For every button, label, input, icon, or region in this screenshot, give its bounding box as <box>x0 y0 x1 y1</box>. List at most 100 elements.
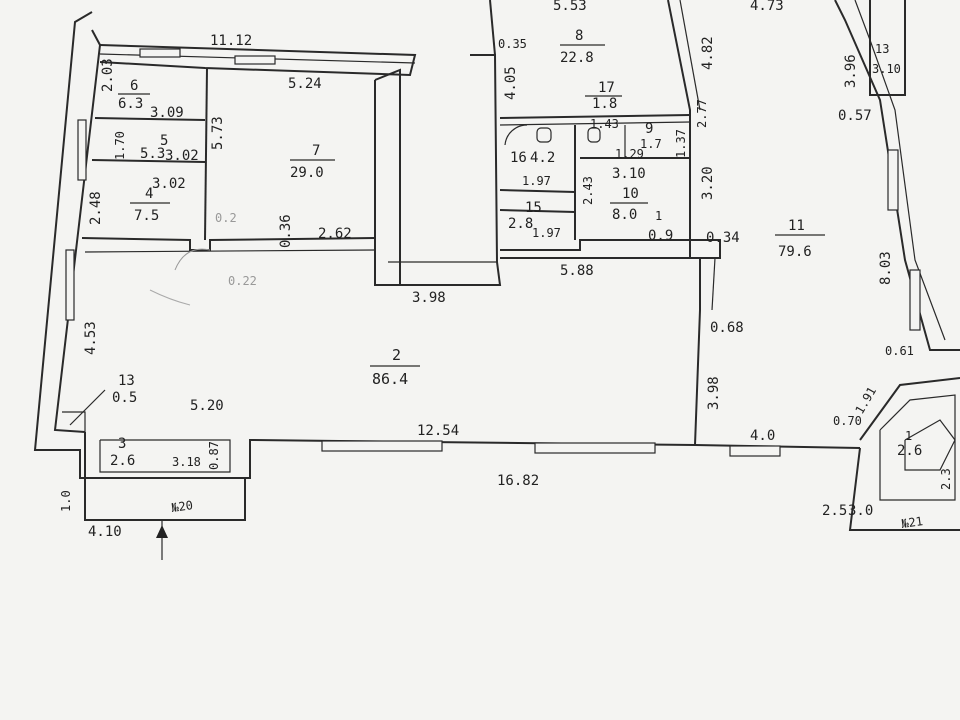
north-wall-left <box>99 44 417 77</box>
porch-room3 <box>99 439 231 473</box>
dimension: 3.10 <box>612 166 646 182</box>
dimension: 0.36 <box>278 214 294 248</box>
dimension: 2.48 <box>88 191 104 225</box>
dimension: 0.61 <box>885 344 914 358</box>
room2-east-wall <box>694 258 701 446</box>
room-id: 4 <box>145 186 153 202</box>
dimension: 3.09 <box>150 105 184 121</box>
room-area: 4.2 <box>530 150 555 166</box>
room-area: 22.8 <box>560 50 594 66</box>
bay-window <box>848 447 960 531</box>
dimension: 1.37 <box>674 129 688 158</box>
dimension: 11.12 <box>210 33 252 49</box>
central-shaft-right <box>400 54 502 286</box>
dimension: 0.68 <box>710 320 744 336</box>
dimension: 2.5 <box>822 503 847 519</box>
room-id: 3 <box>118 436 126 452</box>
dimension: 0.35 <box>498 37 527 51</box>
room-id: 7 <box>312 143 320 159</box>
entrance-arrow-icon <box>156 525 168 538</box>
dimension: 1.91 <box>852 384 879 416</box>
bay-window-inner <box>879 394 956 501</box>
window-south-3 <box>729 445 781 457</box>
window-north-1 <box>234 55 276 65</box>
room-id: 9 <box>645 121 653 137</box>
dimension: 1.97 <box>532 226 561 240</box>
room8-east-inner <box>679 0 701 111</box>
room-area: 29.0 <box>290 165 324 181</box>
dimension: 3.02 <box>152 176 186 192</box>
dimension: 0.87 <box>207 441 221 470</box>
room-area: 86.4 <box>372 370 408 388</box>
room-area: 2.8 <box>508 216 533 232</box>
door-swing-16 <box>504 124 528 146</box>
window-south-1 <box>321 440 443 452</box>
bay-window-outer <box>859 377 960 441</box>
room-area: 7.5 <box>134 208 159 224</box>
window-west-2 <box>65 249 75 321</box>
room-id: 11 <box>788 218 805 234</box>
room-area: 1.8 <box>592 96 617 112</box>
dimension: 4.73 <box>750 0 784 14</box>
dimension: 1.0 <box>59 490 73 512</box>
dimension: 2.03 <box>100 58 116 92</box>
sheet-mark: №20 <box>170 498 193 515</box>
room-area: 79.6 <box>778 244 812 260</box>
window-south-2 <box>534 442 656 454</box>
dimension: 2.62 <box>318 226 352 242</box>
room-area: 0.9 <box>648 228 673 244</box>
pencil-note: 0.2 <box>215 211 237 225</box>
corridor-line-left <box>84 249 376 253</box>
dimension: 4.53 <box>83 321 99 355</box>
corridor-wall-right <box>500 239 721 259</box>
room-id: 16 <box>510 150 527 166</box>
dimension: 2.3 <box>939 468 953 490</box>
dimension-labels: 11.12 5.24 2.03 3.09 1.70 3.02 3.02 5.73… <box>59 0 953 540</box>
bay-window-room1 <box>904 419 956 471</box>
dimension: 5.53 <box>553 0 587 14</box>
room-id: 10 <box>622 186 639 202</box>
dimension: 5.88 <box>560 263 594 279</box>
dimension: 3.20 <box>700 166 716 200</box>
dimension: 0.34 <box>706 230 740 246</box>
wetroom-row2 <box>499 189 576 193</box>
west-inner-wall <box>53 29 102 433</box>
room-id: 6 <box>130 78 138 94</box>
room-area: 2.6 <box>110 453 135 469</box>
room8-wall <box>489 0 496 56</box>
porch <box>84 432 246 521</box>
dimension: 3.98 <box>412 290 446 306</box>
room13-wall <box>869 0 906 96</box>
room-area: 6.3 <box>118 96 143 112</box>
pencil-arc <box>174 248 211 271</box>
pencil-mark <box>149 289 191 306</box>
room8-east-wall <box>667 0 691 258</box>
room-area: 2.6 <box>897 443 922 459</box>
room2-east-inner <box>711 257 716 311</box>
room-area: 0.5 <box>112 390 137 406</box>
room-labels: 2 86.4 3 2.6 4 7.5 5 5.3 6 6.3 7 29.0 8 … <box>69 28 922 469</box>
room-id: 13 <box>118 373 135 389</box>
dimension: 5.24 <box>288 76 322 92</box>
room-id: 13 <box>875 42 889 56</box>
central-shaft <box>374 68 401 286</box>
dimension: 2.43 <box>581 176 595 205</box>
room-area: 3.10 <box>872 62 901 76</box>
dimension: 4.05 <box>503 66 519 100</box>
room-area: 8.0 <box>612 207 637 223</box>
room-id: 17 <box>598 80 615 96</box>
wetroom-top-inner <box>499 121 691 126</box>
dimension: 0.57 <box>838 108 872 124</box>
room-id: 2 <box>392 346 401 364</box>
partition-rooms-6-7 <box>204 67 208 241</box>
partition-row-6-5 <box>94 117 206 121</box>
dimension: 1.29 <box>615 147 644 161</box>
room-area: 1.7 <box>640 137 662 151</box>
walls <box>33 0 960 560</box>
washbasin-icon <box>587 127 601 143</box>
window-east-2 <box>909 269 921 331</box>
dimension: 3.18 <box>172 455 201 469</box>
toilet-icon <box>536 127 552 143</box>
